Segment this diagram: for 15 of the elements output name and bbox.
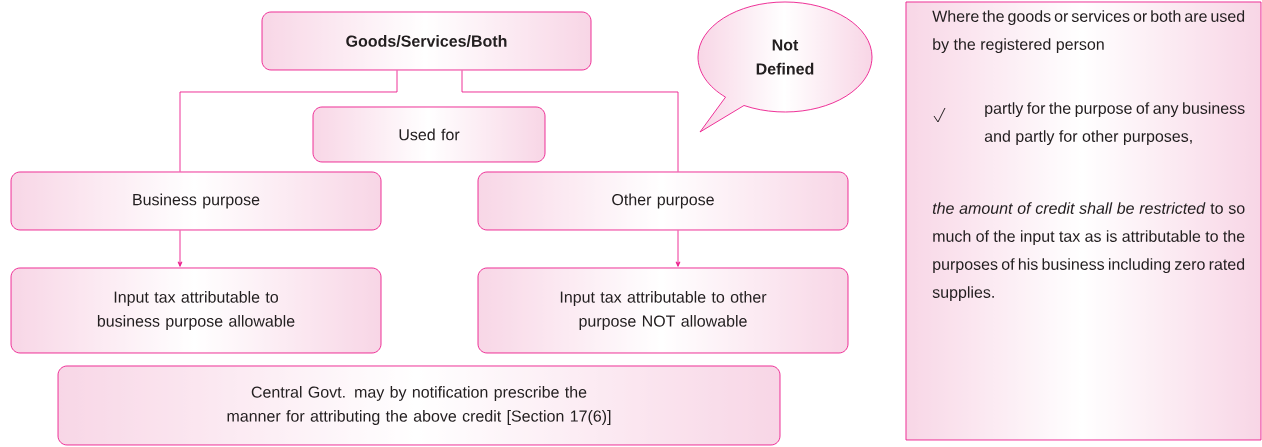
process-box: Business purpose: [10, 171, 382, 231]
paragraph: Where the goods or services or both are used by the registered person: [932, 10, 1245, 54]
connector: [675, 230, 681, 267]
process-box: Goods/Services/Both: [261, 11, 592, 71]
paragraph: partly for the purpose of any business and partly for other purposes,: [984, 102, 1245, 146]
speech-bubble: Not Defined: [697, 1, 873, 133]
process-box: Other purpose: [477, 171, 849, 231]
paragraph: the amount of credit shall be restricted to so much of the input tax as is attributable to the purposes of his business including zero rated supplies.: [932, 202, 1245, 302]
connector: [461, 70, 679, 172]
process-box: Input tax attributable to business purpose allowable: [10, 267, 382, 354]
connector: [179, 70, 398, 172]
process-box: Central Govt. may by notification prescribe the manner for attributing the above credit [Section 17(6)]: [57, 365, 781, 446]
process-box: Input tax attributable to other purpose NOT allowable: [477, 267, 849, 354]
process-box: Used for: [312, 106, 546, 163]
connector: [177, 230, 183, 267]
